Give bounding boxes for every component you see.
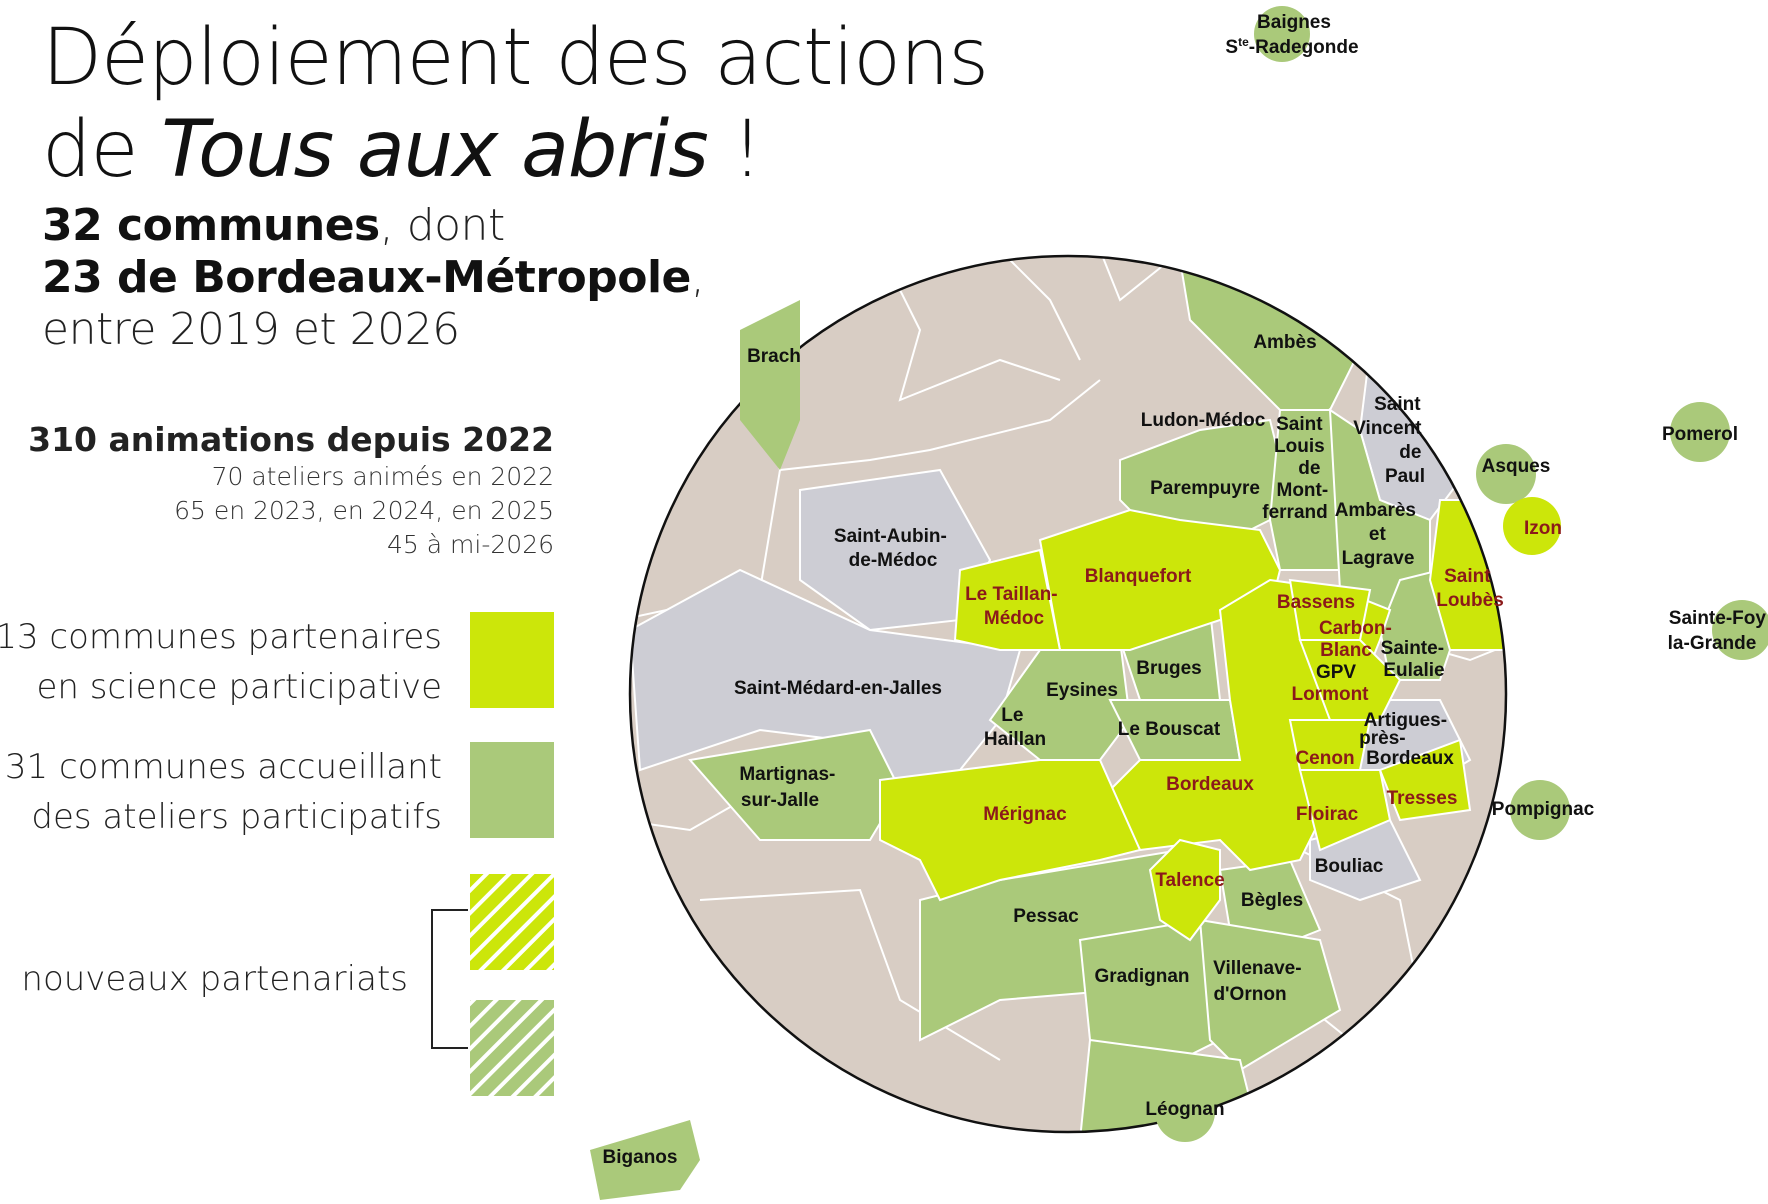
legend-new-label: nouveaux partenariats — [21, 959, 408, 999]
legend-workshop-label: 31 communes accueillant des ateliers par… — [5, 742, 442, 842]
stats-line-1: 32 communes, dont — [42, 200, 704, 252]
legend-workshop-swatch — [470, 742, 554, 838]
region-villenave — [1198, 918, 1342, 1072]
label-gradignan: Gradignan — [1094, 966, 1189, 987]
label-ludon: Ludon-Médoc — [1141, 410, 1266, 431]
label-pessac: Pessac — [1013, 906, 1079, 927]
map-regions — [630, 256, 1506, 1132]
stats-line-2-rest: , — [690, 252, 705, 303]
label-sainte-eulalie: Sainte- Eulalie — [1381, 638, 1450, 681]
label-villenave: Villenave- d'Ornon — [1213, 958, 1307, 1005]
region-izon — [1503, 497, 1561, 555]
region-leognan — [1155, 1082, 1215, 1142]
region-merignac — [879, 759, 1142, 902]
animations-headline: 310 animations depuis 2022 — [28, 420, 554, 459]
region-brach — [740, 300, 800, 470]
region-sainte-foy — [1712, 600, 1768, 660]
legend-partner-label: 13 communes partenaires en science parti… — [0, 612, 442, 712]
label-bassens: Bassens — [1277, 592, 1355, 613]
label-tresses: Tresses — [1387, 788, 1458, 809]
region-pomerol — [1670, 402, 1730, 462]
title-suffix: ! — [707, 105, 763, 195]
region-talence — [1148, 838, 1221, 942]
legend-workshop-line-2: des ateliers participatifs — [31, 797, 442, 837]
label-saint-louis: Saint Louis de Mont- ferrand — [1262, 414, 1333, 523]
stats-metropole-count: 23 de Bordeaux-Métropole — [42, 252, 691, 303]
label-brach: Brach — [747, 346, 801, 367]
label-le-taillan: Le Taillan- Médoc — [965, 584, 1063, 629]
title-italic: Tous aux abris — [161, 105, 708, 195]
region-asques — [1476, 444, 1536, 504]
region-baignes — [1254, 6, 1310, 62]
stats-line-1-rest: , dont — [379, 200, 505, 251]
label-saint-vincent: Saint Vincent de Paul — [1353, 394, 1427, 487]
title-line-1: Déploiement des actions — [42, 13, 989, 103]
label-baignes: Baignes — [1257, 12, 1331, 33]
region-biganos — [590, 1120, 700, 1200]
label-bouliac: Bouliac — [1315, 856, 1384, 877]
label-parempuyre: Parempuyre — [1150, 478, 1260, 499]
label-ambes: Ambès — [1253, 332, 1316, 353]
region-floirac — [1298, 769, 1392, 852]
animations-summary: 310 animations depuis 2022 70 ateliers a… — [28, 420, 554, 562]
map-circle-outline — [628, 254, 1508, 1134]
label-merignac: Mérignac — [983, 804, 1067, 825]
animations-2023-2025: 65 en 2023, en 2024, en 2025 — [174, 496, 554, 525]
label-le-haillan: Le Haillan — [984, 705, 1046, 750]
label-pomerol: Pomerol — [1662, 424, 1738, 445]
label-saint-loubes: Saint Loubès — [1436, 566, 1504, 611]
label-asques: Asques — [1482, 456, 1551, 477]
label-carbon-blanc: Carbon- Blanc — [1319, 618, 1397, 661]
legend-new-partner-swatch — [470, 874, 554, 970]
label-sainte-foy: Sainte-Foy la-Grande — [1668, 608, 1768, 654]
legend-partner-line-1: 13 communes partenaires — [0, 617, 442, 657]
label-eysines: Eysines — [1046, 680, 1118, 701]
label-artigues: Artigues- près- Bordeaux — [1359, 710, 1454, 769]
animations-2022: 70 ateliers animés en 2022 — [211, 462, 554, 491]
legend-new-workshop-swatch — [470, 1000, 554, 1096]
stats-communes-count: 32 communes — [42, 200, 380, 251]
label-sainte-radegonde: Ste-Radegonde — [1225, 35, 1358, 58]
label-biganos: Biganos — [603, 1147, 678, 1168]
legend-bracket — [431, 909, 468, 1049]
label-blanquefort: Blanquefort — [1085, 566, 1192, 587]
label-izon: Izon — [1524, 518, 1562, 539]
title-line-2: de Tous aux abris ! — [42, 104, 988, 196]
label-pompignac: Pompignac — [1492, 799, 1595, 820]
label-saint-medard: Saint-Médard-en-Jalles — [734, 678, 942, 699]
legend-partner-line-2: en science participative — [36, 667, 442, 707]
region-carbon-blanc — [1298, 639, 1402, 721]
region-tresses — [1378, 738, 1472, 822]
legend-partner-swatch — [470, 612, 554, 708]
label-martignas: Martignas- sur-Jalle — [739, 764, 840, 811]
label-bordeaux: Bordeaux — [1166, 774, 1254, 795]
page-title: Déploiement des actions de Tous aux abri… — [42, 12, 989, 196]
stats-period: entre 2019 et 2026 — [42, 304, 460, 355]
label-leognan: Léognan — [1145, 1099, 1224, 1120]
label-bruges: Bruges — [1136, 658, 1201, 679]
label-cenon: Cenon — [1295, 748, 1354, 769]
label-lormont: Lormont — [1291, 684, 1369, 705]
animations-2026: 45 à mi-2026 — [387, 530, 554, 559]
region-le-taillan — [953, 548, 1062, 651]
label-saint-aubin: Saint-Aubin- de-Médoc — [834, 526, 952, 571]
label-gpv: GPV — [1316, 662, 1356, 683]
label-begles: Bègles — [1241, 890, 1303, 911]
label-le-bouscat: Le Bouscat — [1118, 719, 1221, 740]
label-talence: Talence — [1155, 870, 1224, 891]
legend-workshop-line-1: 31 communes accueillant — [4, 747, 442, 787]
label-ambares: Ambarès et Lagrave — [1335, 500, 1422, 569]
place-labels: Ambès Ludon-Médoc Saint Louis de Mont- f… — [603, 12, 1768, 1168]
label-floirac: Floirac — [1296, 804, 1359, 825]
region-pompignac — [1510, 780, 1570, 840]
title-prefix: de — [42, 105, 162, 195]
communes-stats: 32 communes, dont 23 de Bordeaux-Métropo… — [42, 200, 705, 356]
stats-line-2: 23 de Bordeaux-Métropole, — [42, 252, 705, 304]
